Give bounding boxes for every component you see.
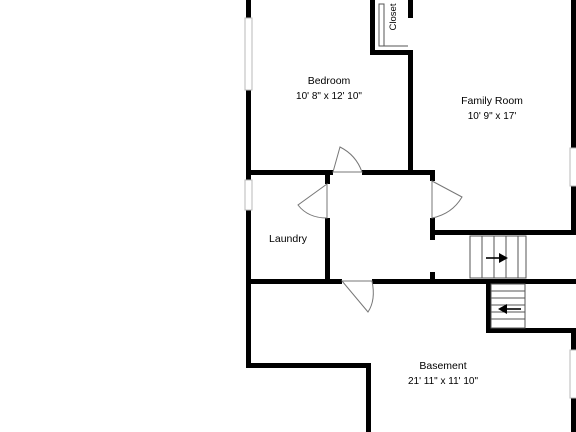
laundry-door [297, 183, 328, 219]
stair-arrow-left-icon [498, 304, 521, 314]
window-laundry [244, 179, 253, 211]
wall-stair-top [430, 230, 576, 235]
wall-bottom-left [246, 363, 371, 368]
closet-door [378, 3, 408, 47]
family-room-dimensions: 10' 9" x 17' [468, 111, 517, 122]
stair-arrow-right-icon [486, 253, 508, 263]
window-bedroom-top [244, 17, 253, 91]
wall-hall-right-b [430, 218, 435, 240]
basement-door [340, 280, 374, 313]
closet-door-leaf [378, 3, 385, 47]
wall-bedroom-bottom-b [362, 170, 435, 175]
wall-laundry-right-a [325, 170, 330, 184]
wall-hall-right-a [430, 170, 435, 181]
wall-hall-jamb [430, 272, 435, 283]
wall-stair-bottom [486, 328, 576, 333]
windows [244, 17, 576, 399]
wall-bedroom-bottom-a [246, 170, 333, 175]
wall-family-right [571, 0, 576, 235]
wall-basement-lower [366, 363, 371, 432]
basement-name: Basement [419, 360, 466, 372]
laundry-name: Laundry [269, 233, 308, 245]
basement-dimensions: 21' 11" x 11' 10" [408, 376, 478, 387]
bedroom-door [332, 146, 363, 173]
bedroom-dimensions: 10' 8" x 12' 10" [296, 91, 362, 102]
wall-laundry-right-b [325, 218, 330, 283]
room-labels: Bedroom 10' 8" x 12' 10" Family Room 10'… [269, 3, 523, 387]
family-room-door [431, 180, 463, 219]
wall-closet-bottom [370, 50, 413, 55]
wall-closet-left [370, 0, 375, 55]
window-basement-right [569, 349, 576, 399]
doors [297, 146, 463, 313]
stairs [469, 235, 527, 329]
wall-laundry-bottom-a [246, 279, 342, 284]
wall-stair-mid [470, 279, 576, 284]
wall-bedroom-right [408, 50, 413, 175]
walls [246, 0, 576, 432]
window-family-right [569, 147, 576, 187]
wall-closet-right [408, 0, 413, 18]
wall-laundry-bottom-b [372, 279, 470, 284]
bedroom-name: Bedroom [308, 75, 351, 87]
family-room-name: Family Room [461, 95, 523, 107]
closet-name: Closet [388, 3, 399, 30]
wall-stair-left [486, 283, 491, 333]
